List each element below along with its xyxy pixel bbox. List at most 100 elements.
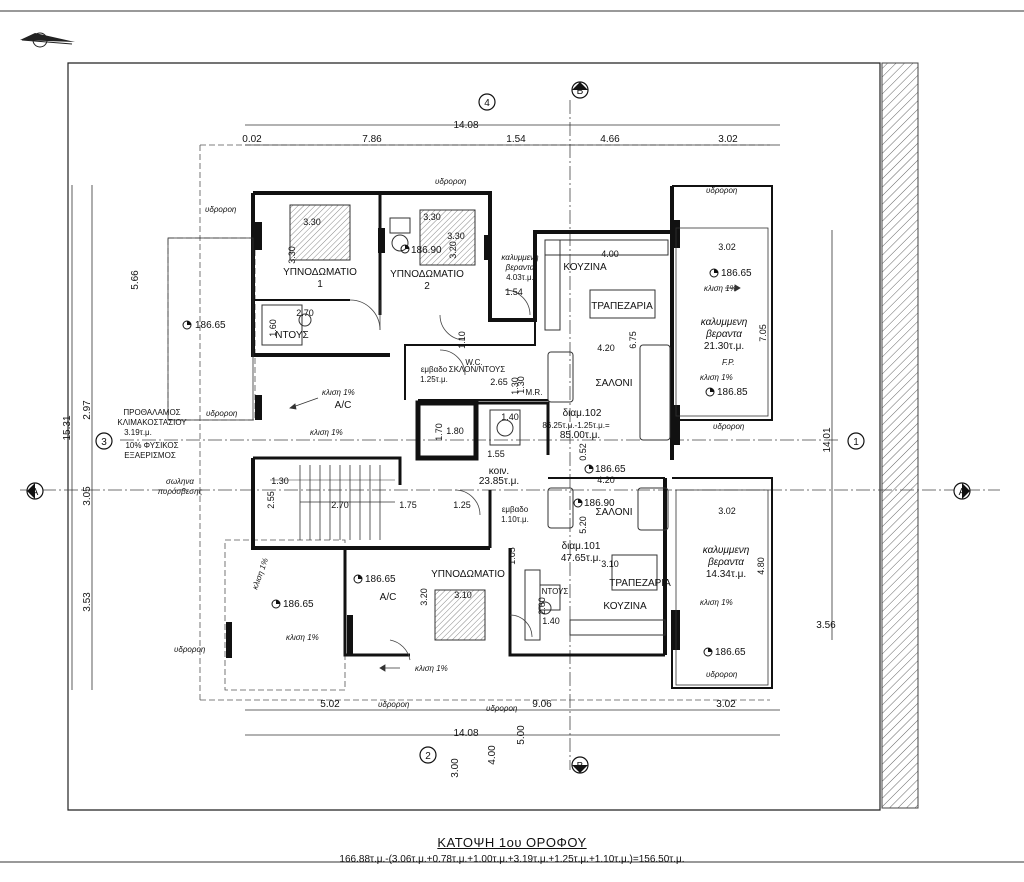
svg-text:4.20: 4.20: [597, 343, 615, 353]
svg-text:κλιση 1%: κλιση 1%: [322, 388, 355, 397]
svg-text:3.05: 3.05: [82, 486, 93, 506]
room-shower-1: ΝΤΟΥΣ: [275, 330, 308, 341]
svg-text:1.70: 1.70: [434, 423, 444, 441]
section-marks: [27, 82, 970, 773]
svg-text:10% ΦΥΣΙΚΟΣ: 10% ΦΥΣΙΚΟΣ: [125, 441, 178, 450]
walls: [226, 185, 773, 689]
svg-text:3.02: 3.02: [716, 699, 736, 710]
level-marker-icon: [400, 244, 410, 254]
level-marker-icon: [584, 464, 594, 474]
level-marker-icon: [703, 647, 713, 657]
svg-text:1.60: 1.60: [268, 319, 278, 337]
svg-text:86.25τ.μ.-1.25τ.μ.=: 86.25τ.μ.-1.25τ.μ.=: [542, 421, 610, 430]
svg-text:6.75: 6.75: [628, 331, 638, 349]
level-marker-icon: [709, 268, 719, 278]
svg-text:14.34τ.μ.: 14.34τ.μ.: [706, 569, 746, 580]
room-dining-1: ΤΡΑΠΕΖΑΡΙΑ: [591, 301, 653, 312]
svg-text:εμβαδο: εμβαδο: [502, 505, 529, 514]
svg-text:1: 1: [853, 437, 859, 448]
grid-bubble-2: 2: [419, 746, 437, 764]
svg-text:186.65: 186.65: [365, 574, 396, 585]
room-kitchen-2: ΚΟΥΖΙΝΑ: [603, 601, 647, 612]
svg-text:κλιση 1%: κλιση 1%: [415, 664, 448, 673]
svg-text:1: 1: [317, 279, 323, 290]
dimension-right: 14.01 3.56: [816, 230, 836, 640]
svg-text:186.65: 186.65: [195, 320, 226, 331]
dimension-bottom: 5.02 9.06 3.02 14.08 4.00 5.00 3.00: [245, 699, 780, 778]
svg-text:85.00τ.μ.: 85.00τ.μ.: [560, 430, 600, 441]
svg-text:κλιση 1%: κλιση 1%: [250, 557, 270, 591]
svg-text:ΚΛΙΜΑΚΟΣΤΑΣΙΟΥ: ΚΛΙΜΑΚΟΣΤΑΣΙΟΥ: [117, 418, 187, 427]
svg-text:0.02: 0.02: [242, 134, 262, 145]
svg-text:κλιση 1%: κλιση 1%: [704, 284, 737, 293]
svg-text:υδρορoη: υδρορoη: [713, 422, 745, 431]
dining-table-icon: [589, 289, 658, 591]
svg-text:14.08: 14.08: [453, 120, 478, 131]
room-shower-2: ΝΤΟΥΣ: [542, 587, 569, 596]
svg-text:3.30: 3.30: [287, 246, 297, 264]
svg-text:3.10: 3.10: [454, 590, 472, 600]
svg-text:3.19τ.μ.: 3.19τ.μ.: [124, 428, 152, 437]
svg-text:7.05: 7.05: [758, 324, 768, 342]
svg-text:3.56: 3.56: [816, 620, 836, 631]
kitchen-counter: [524, 239, 669, 641]
room-bedroom-1: ΥΠΝΟΔΩΜΑΤΙΟ: [283, 267, 357, 278]
svg-text:κλιση 1%: κλιση 1%: [310, 428, 343, 437]
door-swings: [349, 289, 533, 661]
room-ac-2: A/C: [380, 592, 397, 603]
svg-text:2.65: 2.65: [490, 377, 508, 387]
svg-text:4.00: 4.00: [601, 249, 619, 259]
svg-text:5.00: 5.00: [516, 725, 527, 745]
svg-text:υδρορoη: υδρορoη: [435, 177, 467, 186]
svg-text:3.10: 3.10: [601, 559, 619, 569]
svg-text:3.30: 3.30: [303, 217, 321, 227]
room-dimensions: 3.30 3.30 3.30 3.20 3.30 2.70 1.60 1.10 …: [266, 212, 768, 626]
svg-text:186.90: 186.90: [411, 245, 442, 256]
svg-text:1.75: 1.75: [399, 500, 417, 510]
svg-text:186.65: 186.65: [721, 268, 752, 279]
dimension-left: 5.66 15.31 2.97 3.05 3.53: [62, 185, 141, 690]
svg-text:1.05: 1.05: [507, 547, 517, 565]
svg-text:4: 4: [484, 98, 490, 109]
svg-text:1.25: 1.25: [453, 500, 471, 510]
staircase: [270, 465, 395, 540]
svg-text:1.54: 1.54: [505, 287, 523, 297]
svg-text:καλυμμενη: καλυμμενη: [703, 545, 750, 556]
svg-text:βεραντα: βεραντα: [505, 263, 535, 272]
svg-text:βεραντα: βεραντα: [707, 557, 744, 568]
svg-text:1.30: 1.30: [510, 377, 520, 395]
svg-text:0.52: 0.52: [578, 443, 588, 461]
svg-text:1.55: 1.55: [487, 449, 505, 459]
sofa-icon: [547, 344, 671, 531]
svg-text:κλιση 1%: κλιση 1%: [286, 633, 319, 642]
svg-text:1.54: 1.54: [506, 134, 526, 145]
svg-text:1.40: 1.40: [542, 616, 560, 626]
svg-text:5.20: 5.20: [578, 516, 588, 534]
balcony-railing: [167, 227, 769, 686]
svg-text:186.85: 186.85: [717, 387, 748, 398]
svg-text:1.40: 1.40: [501, 412, 519, 422]
svg-text:21.30τ.μ.: 21.30τ.μ.: [704, 341, 744, 352]
svg-text:4.20: 4.20: [597, 475, 615, 485]
svg-text:3.02: 3.02: [718, 242, 736, 252]
svg-text:3.30: 3.30: [447, 231, 465, 241]
svg-text:3: 3: [101, 437, 107, 448]
grid-bubble-3: 3: [95, 432, 113, 450]
svg-text:3.02: 3.02: [718, 134, 738, 145]
svg-text:5.66: 5.66: [130, 270, 141, 290]
svg-text:υδρορoη: υδρορoη: [706, 670, 738, 679]
level-marker-icon: [353, 574, 363, 584]
svg-text:3.20: 3.20: [419, 588, 429, 606]
svg-text:2.60: 2.60: [537, 597, 547, 615]
svg-text:υδρορoη: υδρορoη: [706, 186, 738, 195]
svg-text:καλυμμενη: καλυμμενη: [501, 253, 539, 262]
svg-text:7.86: 7.86: [362, 134, 382, 145]
svg-text:κοιν.: κοιν.: [489, 466, 509, 477]
svg-text:3.30: 3.30: [423, 212, 441, 222]
svg-text:186.65: 186.65: [283, 599, 314, 610]
level-marker-icon: [573, 498, 583, 508]
drawing-title: ΚΑΤΟΨΗ 1ου ΟΡΟΦΟΥ: [437, 835, 587, 850]
svg-text:3.02: 3.02: [718, 506, 736, 516]
slope-arrows: [289, 284, 741, 672]
svg-text:2: 2: [424, 281, 430, 292]
